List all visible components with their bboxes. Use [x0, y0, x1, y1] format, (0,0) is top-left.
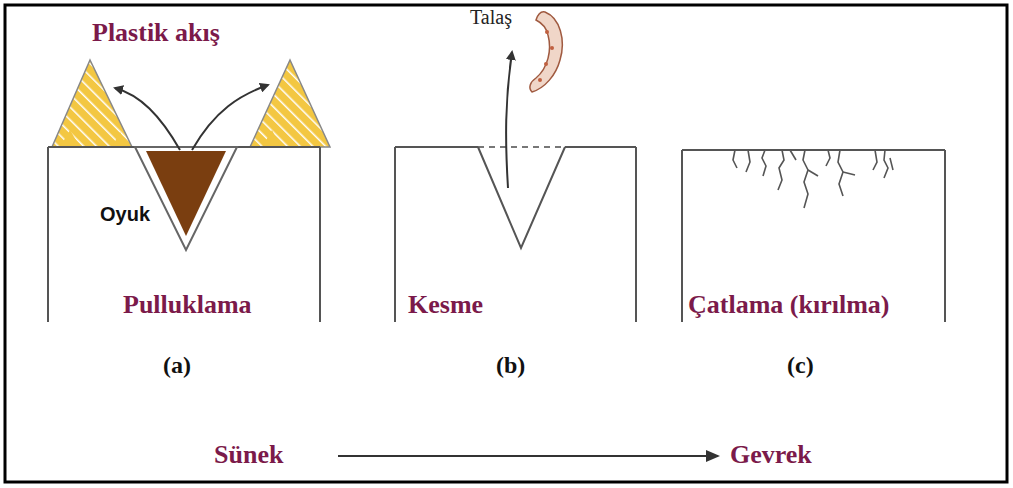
trend-arrow — [338, 455, 718, 457]
panel-title: Pulluklama — [123, 290, 252, 320]
chip-label: Talaş — [470, 6, 512, 29]
cutting-figure — [395, 12, 636, 322]
panel-title: Kesme — [408, 290, 483, 320]
groove-label: Oyuk — [100, 203, 150, 226]
cracking-figure — [682, 150, 945, 322]
panel-title: Çatlama (kırılma) — [688, 290, 889, 320]
frame — [5, 5, 1007, 482]
panel-letter: (b) — [496, 352, 525, 380]
ploughing-figure — [48, 60, 330, 322]
brittle-label: Gevrek — [730, 440, 812, 470]
plastic-flow-label: Plastik akış — [92, 18, 220, 48]
panel-letter: (c) — [787, 352, 814, 380]
ductile-label: Sünek — [214, 440, 283, 470]
panel-letter: (a) — [163, 352, 191, 380]
